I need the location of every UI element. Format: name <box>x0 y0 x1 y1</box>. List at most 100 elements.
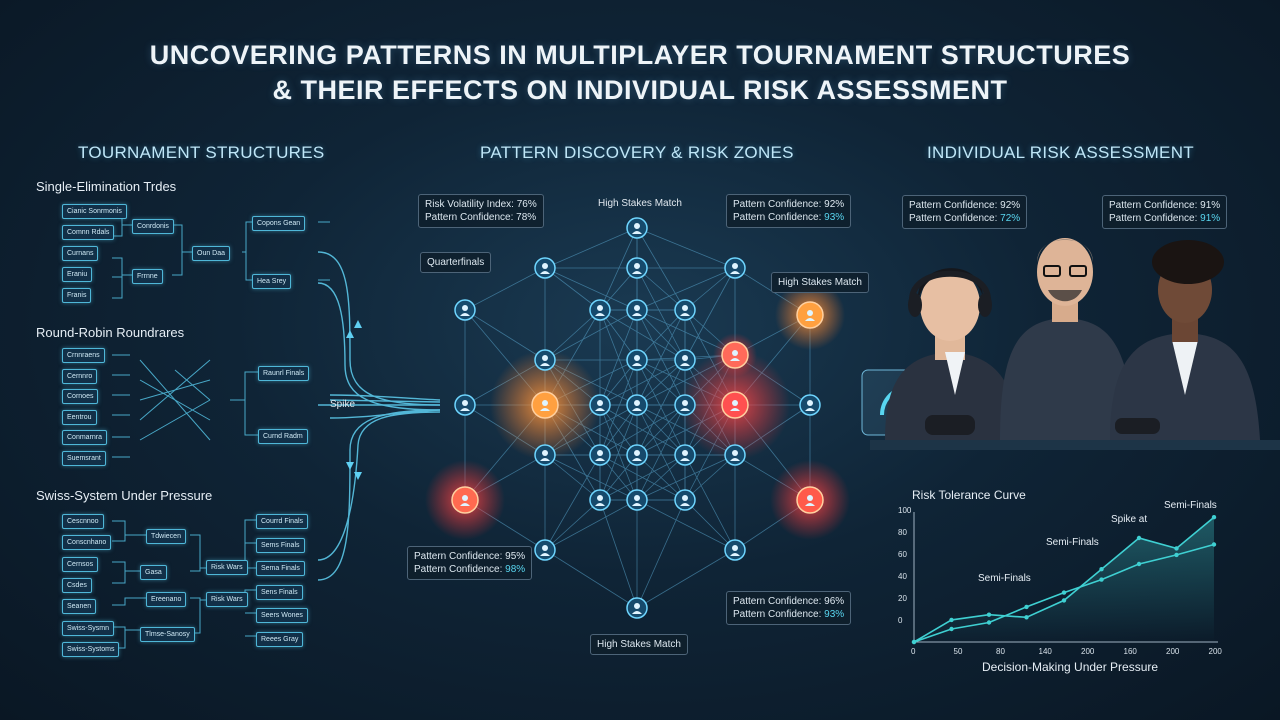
chart-x-tick: 200 <box>1208 647 1222 656</box>
bracket-node: Sens Finals <box>256 584 303 600</box>
bracket-node: Sema Finals <box>256 561 305 576</box>
chart-annotation: Semi-Finals <box>1046 537 1099 548</box>
pattern-confidence-box-bl: Pattern Confidence: 95%Pattern Confidenc… <box>407 546 533 580</box>
bracket-node: Eraniu <box>62 267 93 282</box>
chart-x-tick: 0 <box>911 647 916 656</box>
bracket-node: Conmarnra <box>62 430 108 445</box>
chart-x-tick: 140 <box>1038 647 1052 656</box>
chart-y-tick: 100 <box>898 506 912 515</box>
bracket-node: Crnnraens <box>62 348 105 363</box>
user-icon <box>597 305 603 311</box>
user-icon <box>634 355 640 361</box>
bracket-node: Curnd Radm <box>258 429 308 444</box>
bracket-node: Raunrl Finals <box>258 366 310 381</box>
section-title-individual-risk: INDIVIDUAL RISK ASSESSMENT <box>927 143 1194 162</box>
user-icon <box>732 400 738 406</box>
bracket-node: Risk Wars <box>206 592 248 607</box>
spike-label: Spike <box>330 399 356 410</box>
user-icon <box>682 305 688 311</box>
pattern-confidence-box-br: Pattern Confidence: 96%Pattern Confidenc… <box>726 591 852 625</box>
chart-point <box>1211 515 1217 520</box>
chart-point <box>911 639 917 645</box>
chart-point <box>986 612 992 617</box>
chart-x-tick: 50 <box>953 647 963 656</box>
chart-x-tick: 200 <box>1166 647 1180 656</box>
high-stakes-bottom-label: High Stakes Match <box>590 634 688 655</box>
bracket-node: Risk Wars <box>206 560 248 575</box>
chart-point <box>1061 598 1067 603</box>
bracket-node: Conscnhano <box>62 535 112 551</box>
chart-y-tick: 40 <box>898 572 907 581</box>
bracket-node: Cornoes <box>62 389 99 404</box>
user-icon <box>807 310 813 316</box>
user-icon <box>634 305 640 311</box>
chart-point <box>1174 552 1179 558</box>
bracket-node: Comnn Rdals <box>62 225 115 240</box>
chart-x-tick: 160 <box>1123 647 1137 656</box>
user-icon <box>542 545 548 551</box>
chart-point <box>1136 535 1142 541</box>
bracket-node: Curnans <box>62 246 99 261</box>
chart-y-tick: 0 <box>898 616 903 625</box>
user-icon <box>634 400 640 406</box>
swiss-system-label: Swiss-System Under Pressure <box>36 488 213 503</box>
chart-point <box>1061 590 1067 595</box>
chart-x-tick: 200 <box>1081 647 1095 656</box>
user-icon <box>682 400 688 406</box>
user-icon <box>732 350 738 356</box>
risk-volatility-box: Risk Volatility Index: 76%Pattern Confid… <box>418 194 544 228</box>
chart-annotation: Semi-Finals <box>978 573 1031 584</box>
chart-annotation: Spike at <box>1111 514 1148 525</box>
chart-x-label: Decision-Making Under Pressure <box>982 660 1159 674</box>
bracket-node: Gasa <box>140 565 167 580</box>
bracket-node: Tdwiecen <box>146 529 186 544</box>
user-icon <box>597 400 603 406</box>
user-icon <box>462 400 468 406</box>
user-icon <box>682 495 688 501</box>
bracket-node: Eentrou <box>62 409 97 425</box>
chart-annotation: Semi-Finals <box>1164 500 1217 511</box>
user-icon <box>542 355 548 361</box>
bracket-node: Frrnne <box>132 269 163 284</box>
section-title-tournament-structures: TOURNAMENT STRUCTURES <box>78 143 325 162</box>
user-icon <box>634 263 640 269</box>
title-line-2: & THEIR EFFECTS ON INDIVIDUAL RISK ASSES… <box>272 75 1008 105</box>
user-icon <box>807 495 813 501</box>
right-confidence-box-2: Pattern Confidence: 91%Pattern Confidenc… <box>1102 195 1228 229</box>
bracket-node: Reees Gray <box>256 631 304 647</box>
user-icon <box>732 450 738 456</box>
bracket-node: Sems Finals <box>256 537 305 553</box>
high-stakes-top-label: High Stakes Match <box>598 198 682 209</box>
bracket-node: Seers Wones <box>256 608 308 623</box>
user-icon <box>682 450 688 456</box>
bracket-node: Cescnnoo <box>62 514 104 529</box>
user-icon <box>542 400 548 406</box>
user-icon <box>634 603 640 609</box>
bracket-node: Franis <box>62 288 92 303</box>
user-icon <box>634 495 640 501</box>
chart-point <box>1136 561 1142 567</box>
title-line-1: UNCOVERING PATTERNS IN MULTIPLAYER TOURN… <box>149 40 1131 70</box>
bracket-node: Seanen <box>62 599 97 615</box>
bracket-node: Ereenano <box>146 592 187 607</box>
user-icon <box>807 400 813 406</box>
chart-point <box>949 617 954 623</box>
chart-point <box>1211 542 1217 547</box>
chart-point <box>1174 546 1179 551</box>
bracket-node: Conrdonis <box>132 219 174 234</box>
chart-y-tick: 80 <box>898 528 907 537</box>
pattern-confidence-box-tr: Pattern Confidence: 92%Pattern Confidenc… <box>726 194 852 228</box>
quarterfinals-label: Quarterfinals <box>420 252 492 273</box>
bracket-node: Csdes <box>62 577 92 593</box>
user-icon <box>542 263 548 269</box>
user-icon <box>462 305 468 311</box>
user-icon <box>542 450 548 456</box>
bracket-node: Swiss-Sysmn <box>62 620 115 636</box>
section-title-pattern-discovery: PATTERN DISCOVERY & RISK ZONES <box>480 143 794 162</box>
chart-y-tick: 20 <box>898 594 907 603</box>
bracket-node: Tlmse-Sanosy <box>140 627 195 642</box>
user-icon <box>732 545 738 551</box>
single-elimination-label: Single-Elimination Trdes <box>36 179 177 194</box>
user-icon <box>634 450 640 456</box>
chart-title: Risk Tolerance Curve <box>912 488 1026 502</box>
